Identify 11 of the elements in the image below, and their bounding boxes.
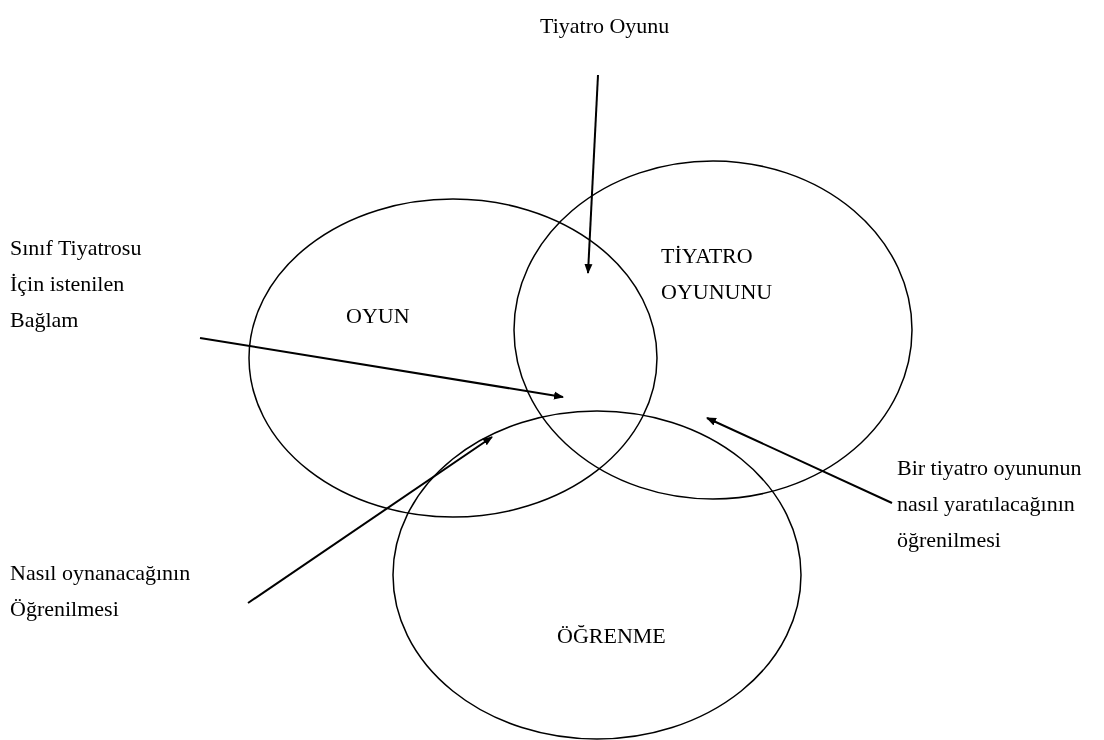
leader-arrow xyxy=(199,337,564,400)
leader-arrow xyxy=(247,436,493,604)
leader-arrow xyxy=(584,74,599,274)
set-label: OYUN xyxy=(346,302,411,330)
callout-text: Sınıf Tiyatrosu İçin istenilen Bağlam xyxy=(10,230,202,338)
set-label: ÖĞRENME xyxy=(557,622,667,650)
callout-text: Bir tiyatro oyununun nasıl yaratılacağının öğrenilmesi xyxy=(897,450,1097,558)
callout-text: Nasıl oynanacağının Öğrenilmesi xyxy=(10,555,280,627)
set-label: TİYATRO OYUNUNU xyxy=(661,242,774,306)
leader-arrow xyxy=(706,417,893,504)
callout-text: Tiyatro Oyunu xyxy=(540,8,710,44)
